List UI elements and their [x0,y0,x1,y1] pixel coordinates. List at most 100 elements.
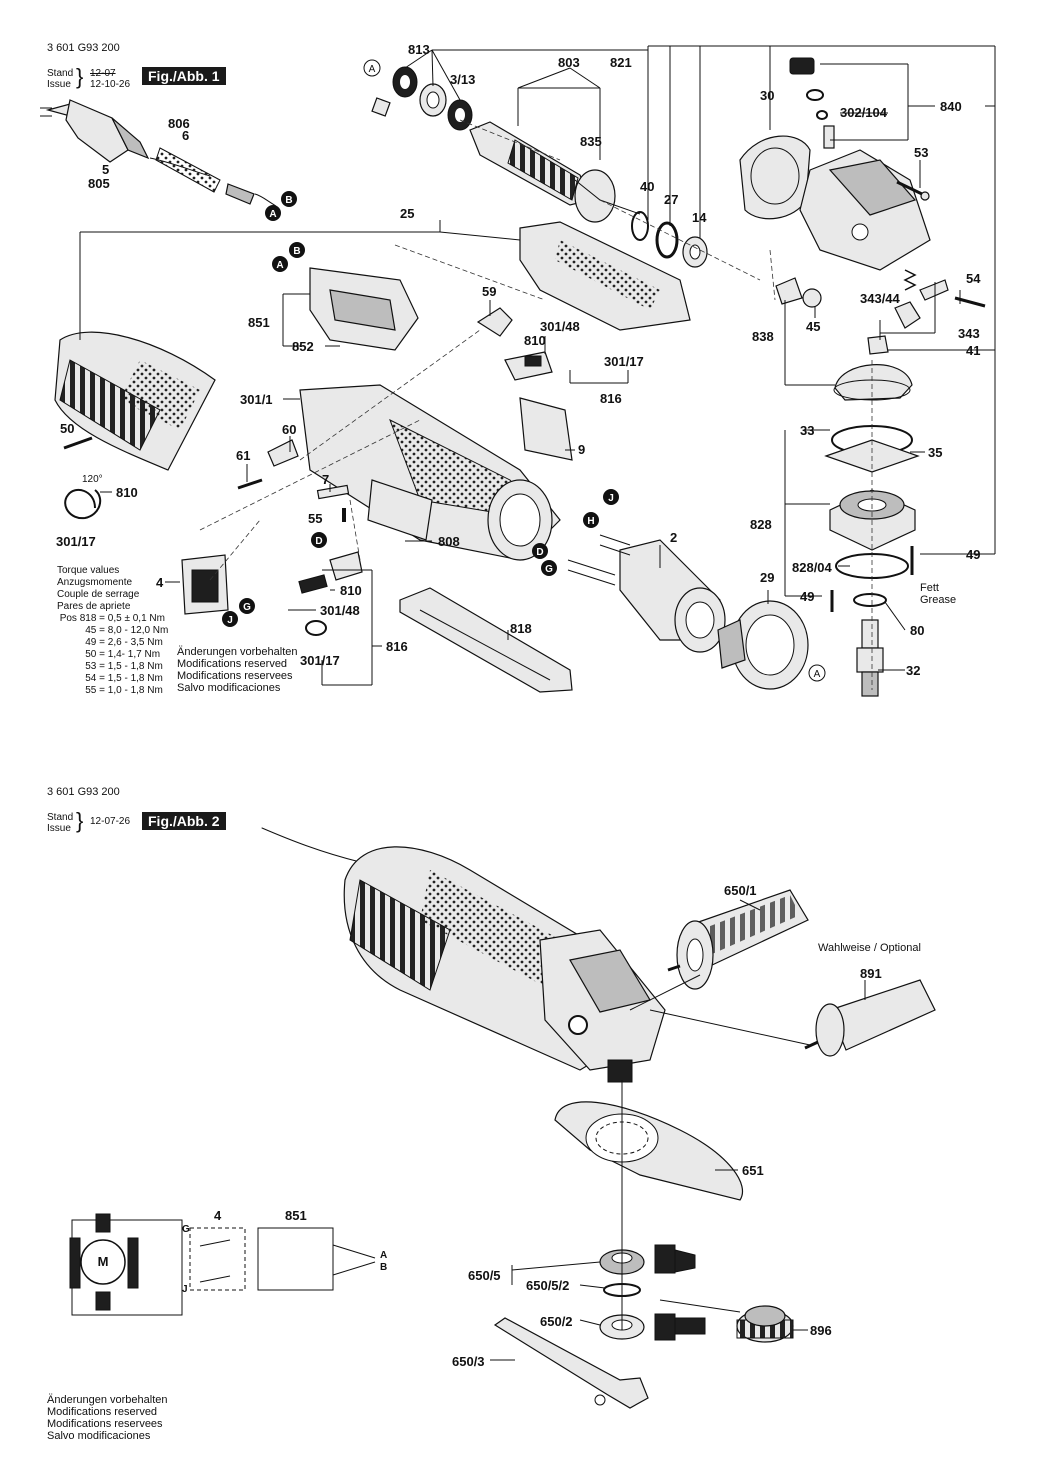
auxiliary-handle-891 [804,979,936,1057]
modifications-note-2: Änderungen vorbehalten Modifications res… [47,1394,168,1442]
marker-g-switch: G [239,598,255,614]
cover-plate-9 [519,397,573,461]
torque-table: Torque values Anzugsmomente Couple de se… [57,565,177,697]
stator-2 [619,539,726,653]
switch-lever-59 [476,307,513,337]
marker-a-baffle: A [808,664,826,682]
label-7: 7 [322,472,329,487]
torque-row: 49 = 2,6 - 3,5 Nm [85,637,163,648]
label-49-left: 49 [800,589,814,604]
assembled-angle-grinder [343,846,666,1083]
label-40: 40 [640,179,654,194]
nut-detail-icon [654,1313,706,1341]
label-840: 840 [940,99,962,114]
svg-text:A: A [814,669,821,680]
marker-b-module: B [289,242,305,258]
label-49-right: 49 [966,547,980,562]
label-2: 2 [670,530,677,545]
label-29: 29 [760,570,774,585]
torque-row: 53 = 1,5 - 1,8 Nm [85,661,163,672]
label-650-1: 650/1 [724,883,757,898]
label-805: 805 [88,176,110,191]
bevel-gear [833,364,913,401]
bearing-813 [371,66,473,131]
label-343: 343 [958,326,980,341]
figure-label-1: Fig./Abb. 1 [142,67,226,85]
washer-27 [655,221,679,259]
label-9: 9 [578,442,585,457]
label-54: 54 [966,271,981,286]
marker-a-top: A [363,59,381,77]
washer-80 [853,593,887,607]
label-25: 25 [400,206,414,221]
label-module-851: 851 [285,1208,307,1223]
motor-symbol: M [98,1254,109,1269]
label-803: 803 [558,55,580,70]
armature-803 [469,121,641,223]
label-30: 30 [760,88,774,103]
retaining-ring-40 [631,211,649,241]
part-labels-fig1: 813 803 821 30 840 302/104 3/13 835 806 … [56,42,981,678]
doc-number: 3 601 G93 200 [47,42,120,54]
doc-number-2: 3 601 G93 200 [47,786,120,798]
part-labels-fig2: 650/1 891 651 650/5 650/5/2 650/2 896 65… [452,883,882,1369]
label-3-13: 3/13 [450,72,475,87]
spring-clip-810: 120° [64,474,103,520]
wiring-diagram: M G J 4 851 A B [69,1208,387,1316]
torque-row: Pos 818 = 0,5 ± 0,1 Nm [59,613,165,624]
label-810-clip: 810 [116,485,138,500]
svg-text:D: D [536,547,543,558]
label-852: 852 [292,339,314,354]
label-816-top: 816 [600,391,622,406]
svg-text:J: J [608,493,614,504]
svg-text:A: A [369,64,376,75]
label-53: 53 [914,145,928,160]
issue-label: Issue [47,79,71,90]
clip-301-17 [305,620,327,636]
label-835: 835 [580,134,602,149]
housing-cover [519,221,691,331]
power-cord-fig2 [261,827,361,863]
auxiliary-handle-650-1 [667,889,809,990]
wire-g-label: G [182,1224,190,1235]
svg-text:B: B [293,246,300,257]
marker-a-module: A [272,256,288,272]
brush-holder-810 [504,351,553,381]
label-33: 33 [800,423,814,438]
label-806: 806 [168,116,190,131]
label-816-lower: 816 [386,639,408,654]
label-32: 32 [906,663,920,678]
label-301-1: 301/1 [240,392,273,407]
issue-date: 12-10-26 [90,79,131,90]
marker-j-switch: J [222,611,238,627]
svg-text:H: H [587,516,594,527]
label-650-2: 650/2 [540,1314,573,1329]
spindle-lock-302 [789,57,835,149]
label-301-48-lower: 301/48 [320,603,360,618]
optional-note: Wahlweise / Optional [818,942,921,954]
label-14: 14 [692,210,707,225]
label-650-5-2: 650/5/2 [526,1278,569,1293]
electronics-module-851 [309,267,419,351]
label-switch-4: 4 [214,1208,222,1223]
torque-title-es: Pares de apriete [57,601,131,612]
label-821: 821 [610,55,632,70]
svg-text:120°: 120° [82,474,103,485]
switch-4 [181,554,229,615]
stand-old-date: 12-07 [90,68,116,79]
label-301-17-lower: 301/17 [300,653,340,668]
label-35: 35 [928,445,942,460]
label-60: 60 [282,422,296,437]
label-5: 5 [102,162,109,177]
marker-g-stator: G [541,560,557,576]
marker-j-stator: J [603,489,619,505]
wire-a-label: A [380,1250,387,1261]
label-818: 818 [510,621,532,636]
fan-baffle-29 [717,600,809,690]
lock-lever-343 [894,301,921,329]
label-301-48-top: 301/48 [540,319,580,334]
bearing-flange-828 [829,489,916,551]
torque-row: 50 = 1,4- 1,7 Nm [85,649,161,660]
issue-date-2: 12-07-26 [90,816,131,827]
